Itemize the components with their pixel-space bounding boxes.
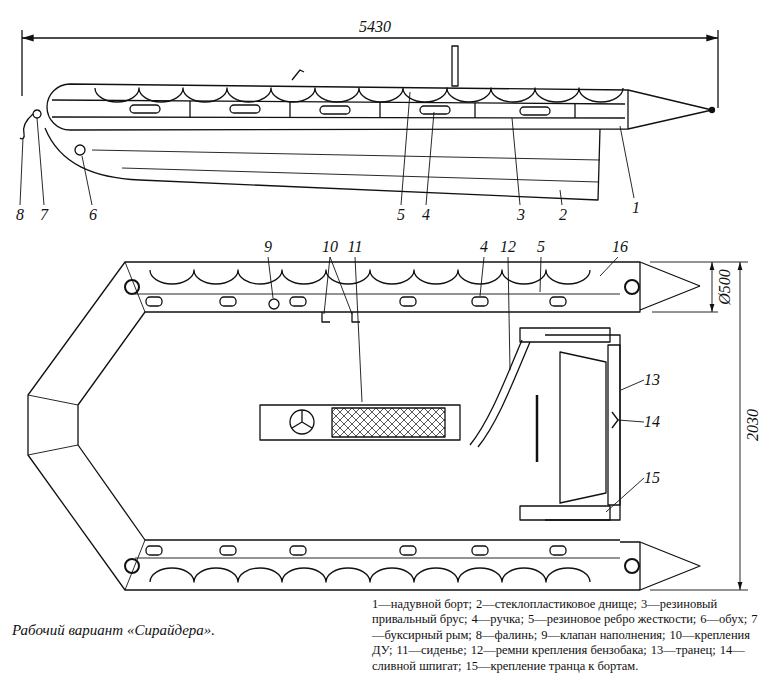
motor-fittings (322, 312, 360, 322)
part-description: 11—сиденье; (397, 643, 467, 657)
scupper (612, 412, 618, 428)
figure-caption: Рабочий вариант «Сирайдера». (12, 622, 215, 639)
top-handles (146, 297, 566, 555)
inner-tube-outline (78, 312, 620, 540)
part-description: 15—крепление транца к бортам. (465, 659, 638, 673)
top-leader-lines (268, 257, 644, 512)
part-description: 6—обух; (700, 612, 747, 626)
callout-number: 3 (517, 207, 525, 223)
callout-number: 1 (632, 200, 640, 216)
motor-post (452, 46, 458, 86)
callout-number: 4 (422, 207, 430, 223)
parts-list: 1—надувной борт; 2—стеклопластиковое днищ… (372, 597, 760, 674)
top-ribs (150, 270, 590, 284)
transom (520, 328, 620, 520)
rubbing-strake (52, 100, 625, 118)
callout-number: 5 (537, 239, 545, 255)
part-description: 5—резиновое ребро жесткости; (528, 612, 696, 626)
side-tube (47, 84, 712, 130)
dimension-label: 5430 (359, 19, 391, 35)
callout-number: 10 (322, 239, 338, 255)
length-dimension (22, 30, 718, 108)
callout-number: 11 (348, 239, 363, 255)
callout-number: 16 (612, 239, 628, 255)
callout-number: 2 (559, 207, 567, 223)
part-description: 12—ремни крепления бензобака; (471, 643, 647, 657)
callout-number: 8 (16, 207, 24, 223)
width-dimensions (650, 262, 748, 590)
part-description: 9—клапан наполнения; (541, 628, 665, 642)
callout-number: 15 (644, 470, 660, 486)
fiberglass-hull (45, 128, 600, 200)
top-view (28, 262, 700, 590)
stiffening-rib (95, 88, 623, 102)
eye-fitting (75, 145, 85, 155)
part-description: 13—транец; (651, 643, 716, 657)
callout-number: 5 (397, 207, 405, 223)
callout-number: 13 (644, 372, 660, 388)
painter (20, 114, 33, 139)
part-description: 4—ручка; (472, 612, 524, 626)
part-description: 2—стеклопластиковое днище; (476, 597, 637, 611)
callout-number: 6 (89, 207, 97, 223)
callout-number: 7 (40, 207, 48, 223)
side-view (20, 46, 715, 200)
callout-number: 14 (644, 414, 660, 430)
dimension-label: Ø500 (717, 267, 733, 307)
outer-tube-outline (28, 262, 700, 590)
leader-lines (20, 92, 634, 205)
inflation-valve (269, 299, 279, 309)
dimension-label: 2030 (745, 407, 761, 443)
towing-ring (33, 110, 41, 118)
seat (260, 405, 460, 440)
callout-number: 4 (480, 239, 488, 255)
callout-number: 9 (264, 239, 272, 255)
part-description: 1—надувной борт; (372, 597, 472, 611)
part-description: 8—фалинь; (476, 628, 537, 642)
handles (130, 105, 550, 115)
tank-straps (470, 340, 530, 447)
callout-number: 12 (500, 239, 516, 255)
